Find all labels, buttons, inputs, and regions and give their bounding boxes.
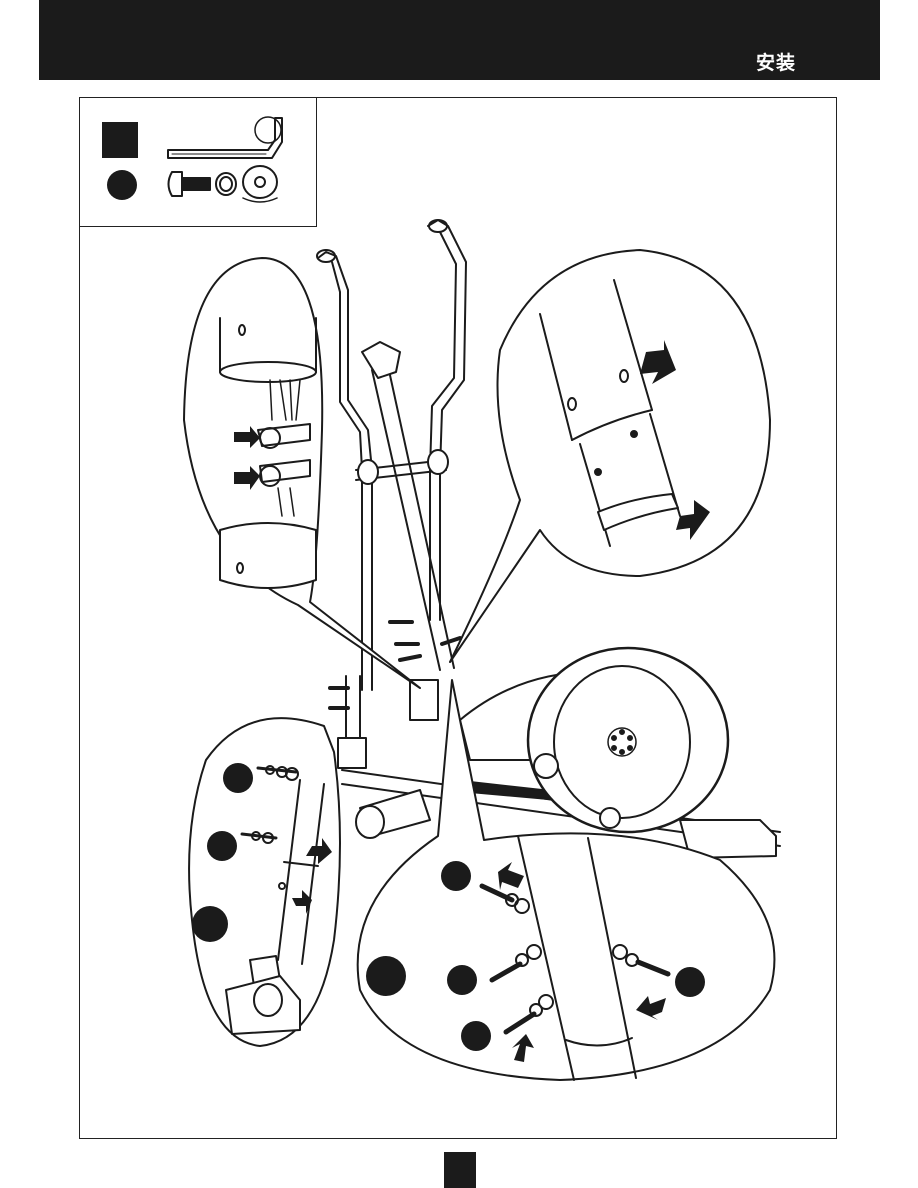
- bolt-icon: [169, 172, 211, 196]
- detail-lower-post: [189, 718, 340, 1046]
- allen-key-icon: [168, 117, 282, 158]
- flat-washer-icon: [243, 166, 277, 202]
- part-marker-square: [102, 122, 138, 158]
- detail-cable-connector: [184, 258, 420, 688]
- detail-tube-insertion: [450, 250, 770, 662]
- part-marker-circle: [107, 170, 137, 200]
- spring-washer-icon: [216, 173, 236, 195]
- page-marker: [444, 1152, 476, 1188]
- parts-list: [102, 117, 282, 202]
